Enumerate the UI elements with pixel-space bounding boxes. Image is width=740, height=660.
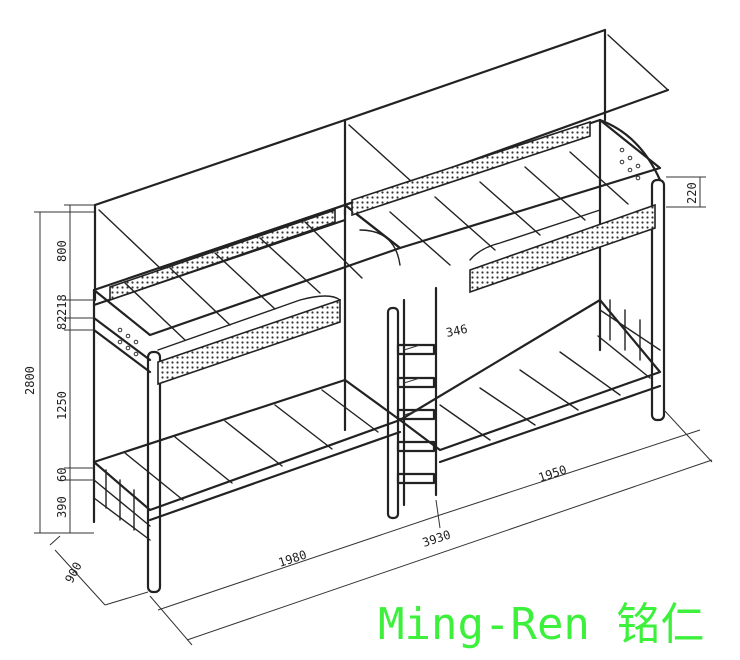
dim-bed-thickness: 60 [55,468,69,482]
dim-rail-a: 82 [55,316,69,330]
left-bed-unit [92,203,402,594]
dim-ladder-depth: 346 [445,322,469,340]
dim-tier-gap: 1250 [55,391,69,420]
dim-total-length: 3930 [421,528,453,550]
dim-rail-b: 218 [55,294,69,316]
dim-depth: 900 [62,560,85,586]
dimension-labels: 2800 800 82 218 1250 60 390 220 346 1980… [23,182,699,585]
ladder [396,286,438,507]
dim-floor-clearance: 390 [55,496,69,518]
brand-watermark: Ming-Ren 铭仁 [378,599,705,650]
dim-overall-height: 2800 [23,366,37,395]
dimension-lines [34,176,713,646]
dim-right-length: 1950 [537,463,569,485]
dim-left-length: 1980 [277,548,309,570]
right-bed-unit [343,118,666,464]
dim-headboard-rise: 220 [685,182,699,204]
dim-canopy-height: 800 [55,240,69,262]
